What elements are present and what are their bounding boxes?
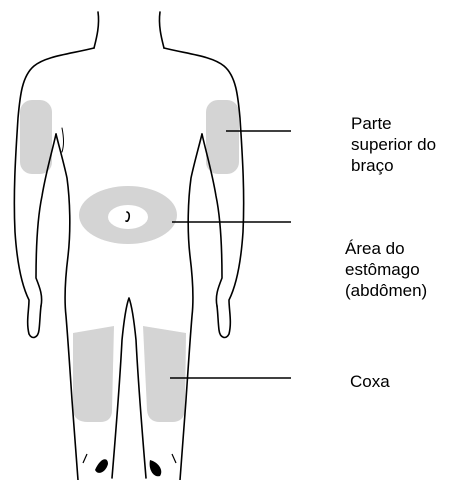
upper-arm-label-line-1: Parte <box>351 113 436 134</box>
upper-arm-label: Parte superior do braço <box>351 113 436 176</box>
left-upper-arm-area <box>20 100 52 174</box>
upper-arm-label-line-2: superior do <box>351 134 436 155</box>
abdomen-label: Área do estômago (abdômen) <box>345 238 427 301</box>
upper-arm-label-line-3: braço <box>351 155 436 176</box>
left-thigh-area <box>73 326 114 422</box>
right-thigh-area <box>143 326 186 422</box>
right-knee-mark <box>150 460 162 476</box>
left-knee-tick <box>83 454 87 463</box>
right-knee-tick <box>172 454 176 463</box>
left-knee-mark <box>95 459 108 473</box>
abdomen-label-line-1: Área do <box>345 238 427 259</box>
abdomen-label-line-2: estômago <box>345 259 427 280</box>
thigh-label-line-1: Coxa <box>350 371 390 392</box>
right-upper-arm-area <box>206 100 239 174</box>
navel-clear-zone <box>108 205 148 229</box>
thigh-label: Coxa <box>350 371 390 392</box>
body-outline <box>14 12 243 480</box>
abdomen-label-line-3: (abdômen) <box>345 280 427 301</box>
